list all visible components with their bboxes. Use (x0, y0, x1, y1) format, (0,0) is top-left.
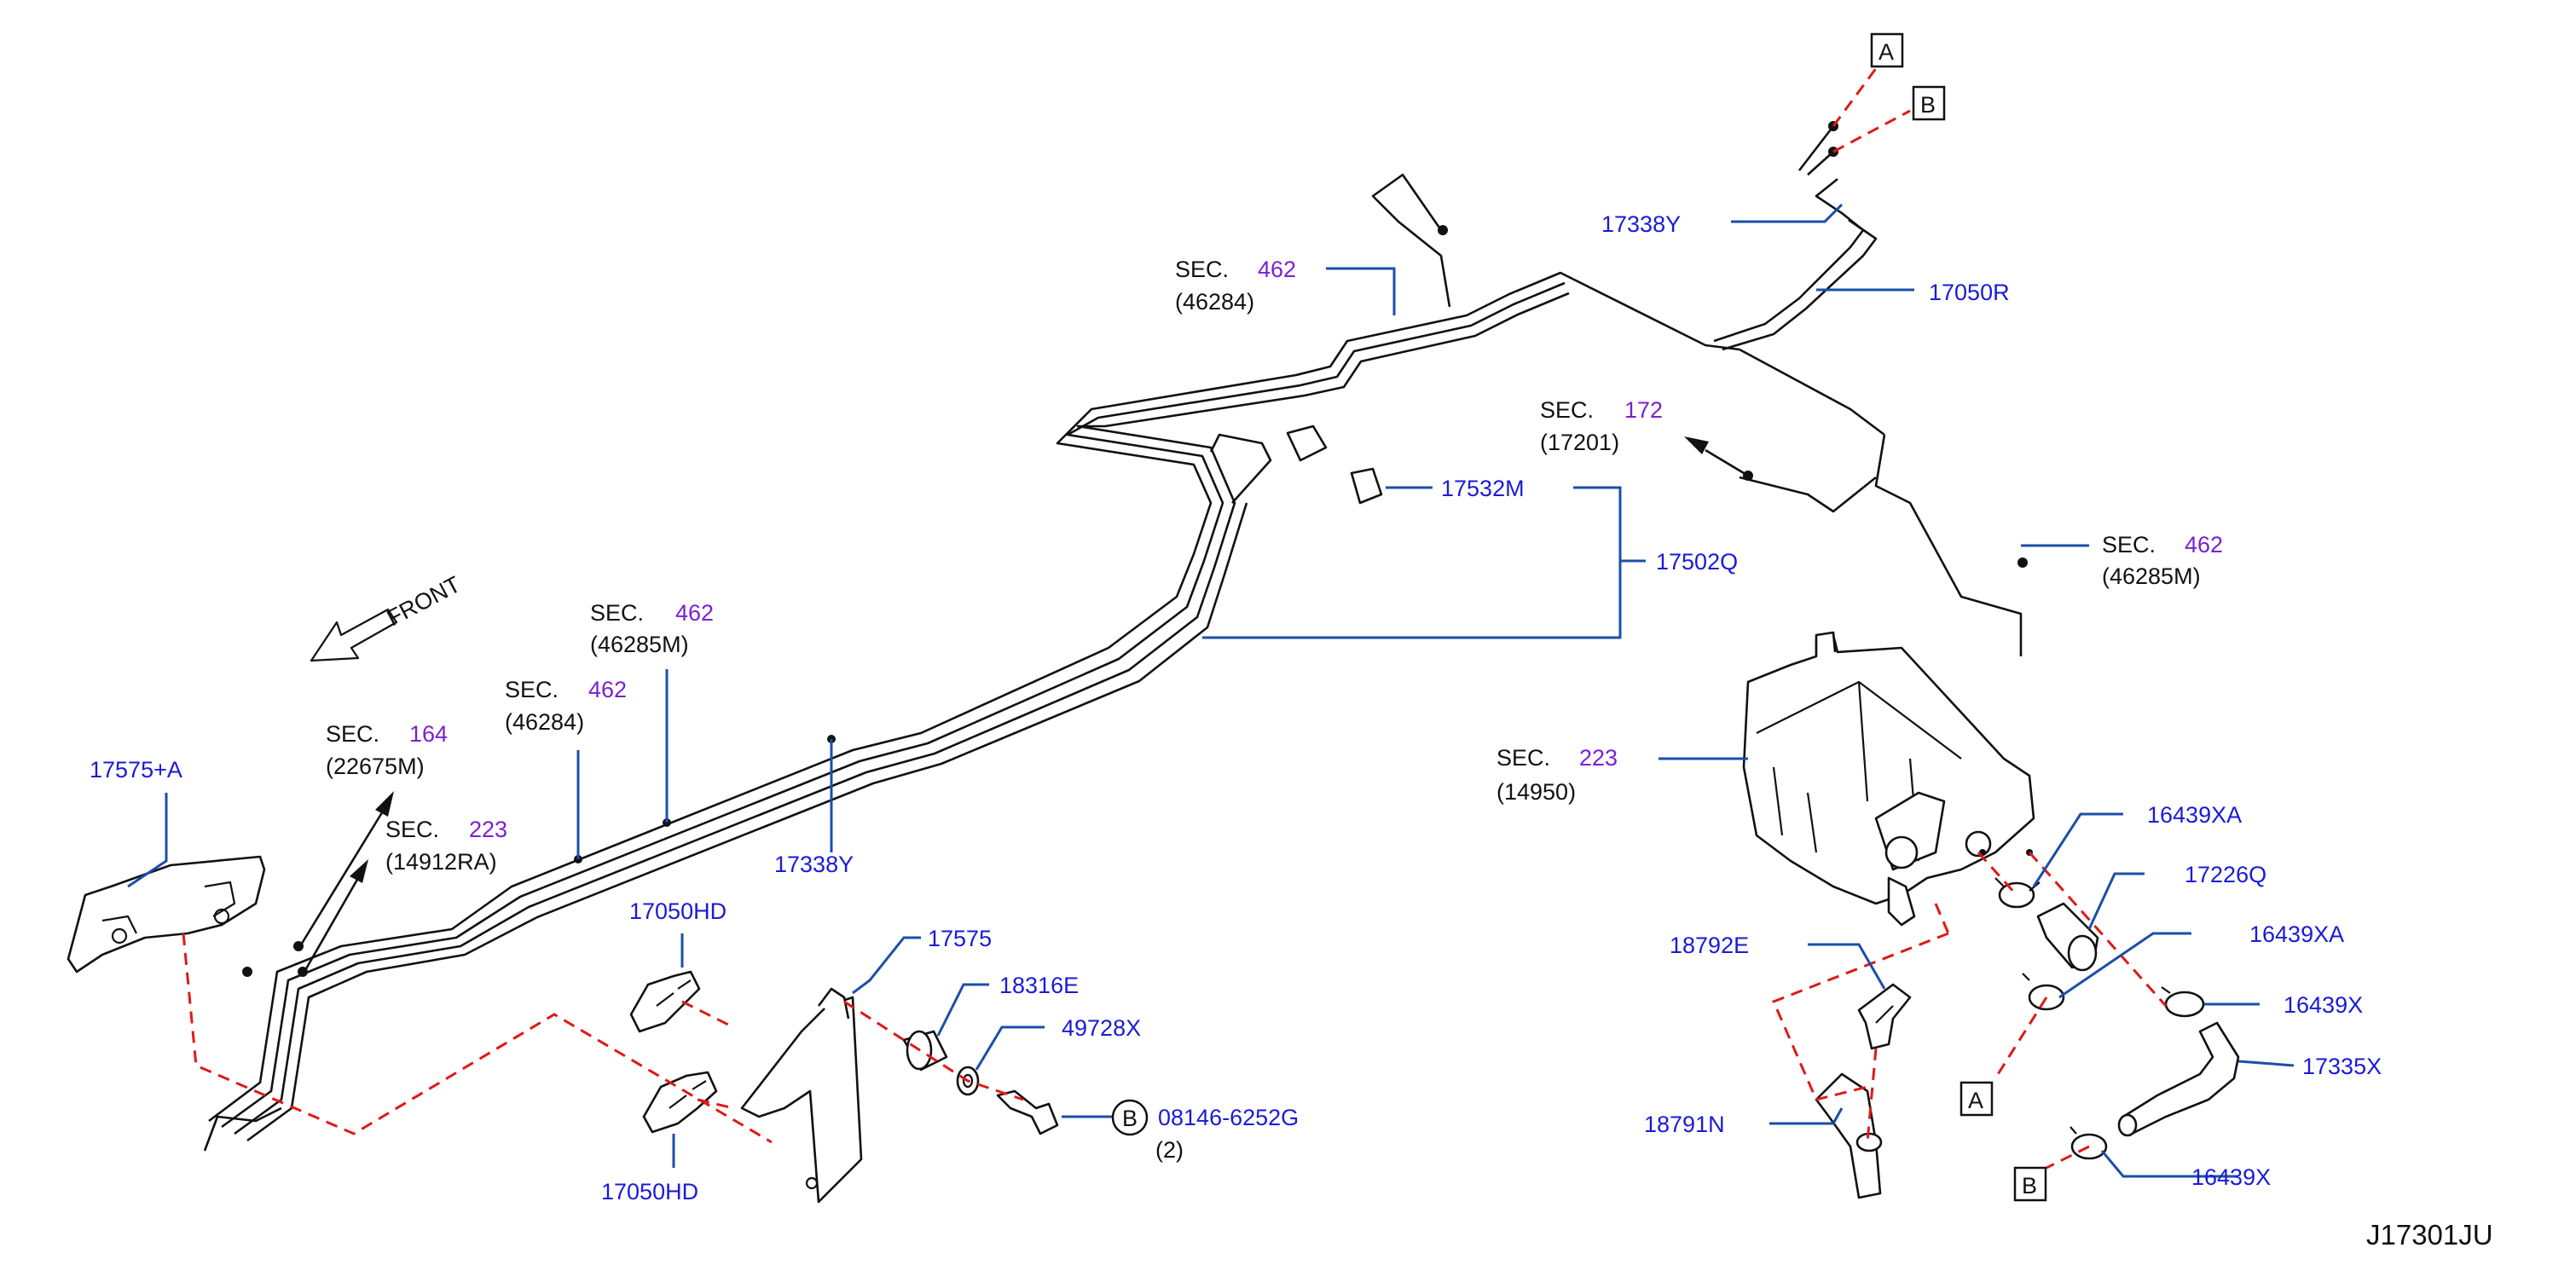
part-label-16439xa-upper[interactable]: 16439XA (2147, 802, 2242, 828)
part-label-16439xa-lower[interactable]: 16439XA (2249, 921, 2344, 947)
hose-17335x (2117, 1021, 2240, 1137)
grommet-18316e (902, 1030, 948, 1071)
sec-ref-number[interactable]: 223 (469, 817, 507, 842)
front-arrow-icon (310, 608, 398, 662)
bracket-17575 (740, 987, 863, 1204)
sec-ref-number[interactable]: 462 (2185, 532, 2223, 557)
part-label-18316e[interactable]: 18316E (999, 973, 1079, 998)
sec-ref-number[interactable]: 462 (675, 600, 714, 626)
part-label-17502q[interactable]: 17502Q (1656, 549, 1738, 575)
sec-ref-sub: (14950) (1496, 779, 1576, 805)
sec-ref-label: SEC. (326, 721, 379, 747)
boxed-ref-a-bottom: A (1959, 1081, 1994, 1117)
part-label-17338y-top[interactable]: 17338Y (1601, 211, 1681, 237)
sec-ref-sub: (46285M) (2102, 563, 2201, 589)
sec-ref-sub: (22675M) (326, 754, 425, 779)
sec-ref-number[interactable]: 164 (409, 721, 448, 747)
sec-ref-label: SEC. (505, 677, 559, 702)
boxed-ref-b-top: B (1912, 85, 1946, 121)
part-label-17050hd-upper[interactable]: 17050HD (629, 898, 726, 924)
sec-ref-number[interactable]: 172 (1624, 397, 1663, 423)
part-label-17338y-bottom[interactable]: 17338Y (774, 852, 854, 877)
sec-ref-label: SEC. (1175, 257, 1229, 282)
boxed-ref-b-bottom: B (2013, 1166, 2047, 1202)
part-label-17532m[interactable]: 17532M (1441, 476, 1525, 501)
hose-18792e (1857, 983, 1912, 1050)
fuel-tube-bundle (203, 50, 2028, 1152)
boxed-ref-a-top: A (1870, 32, 1904, 68)
sec-ref-number[interactable]: 462 (588, 677, 627, 702)
sec-ref-sub: (14912RA) (385, 849, 497, 875)
sec-ref-sub: (46284) (1175, 289, 1254, 315)
clamp-16439xa-upper (1994, 877, 2041, 909)
svg-text:B: B (1920, 92, 1936, 118)
sec-ref-label: SEC. (2102, 532, 2156, 557)
sec-arrow-icons (298, 436, 1749, 973)
sec-ref-number[interactable]: 223 (1579, 745, 1618, 771)
clamp-16439x-upper (2161, 986, 2205, 1018)
sec-ref-label: SEC. (590, 600, 644, 626)
svg-text:B: B (2022, 1173, 2037, 1199)
part-label-18792e[interactable]: 18792E (1670, 933, 1749, 958)
part-label-49728x[interactable]: 49728X (1062, 1015, 1141, 1041)
part-label-18791n[interactable]: 18791N (1644, 1112, 1725, 1137)
sec-ref-sub: (17201) (1540, 430, 1619, 455)
sec-ref-label: SEC. (1540, 397, 1594, 423)
part-label-17335x[interactable]: 17335X (2302, 1054, 2382, 1079)
part-qty: (2) (1155, 1137, 1184, 1163)
part-label-16439x-upper[interactable]: 16439X (2284, 992, 2363, 1018)
part-label-17575[interactable]: 17575 (928, 926, 992, 951)
hose-18791n (1815, 1072, 1883, 1199)
hose-17226q (2036, 902, 2099, 972)
clip-17050hd-upper (629, 970, 701, 1033)
svg-text:B: B (1122, 1106, 1137, 1131)
assembly-lines (182, 851, 2168, 1170)
bolt-icon (996, 1089, 1059, 1135)
sec-ref-number[interactable]: 462 (1258, 257, 1296, 282)
part-label-17050hd-lower[interactable]: 17050HD (601, 1179, 698, 1204)
circle-ref-b: B (1111, 1099, 1149, 1136)
part-label-17050r[interactable]: 17050R (1929, 280, 2010, 305)
sec-ref-sub: (46285M) (590, 632, 689, 657)
front-label: FRONT (383, 571, 465, 631)
clamp-16439x-lower (2069, 1126, 2108, 1160)
sec-ref-sub: (46284) (505, 709, 584, 735)
part-label-17226q[interactable]: 17226Q (2185, 862, 2266, 887)
part-label-08146-6252g[interactable]: 08146-6252G (1158, 1105, 1299, 1130)
leader-lines (127, 203, 2295, 1178)
canister-14950 (1742, 631, 2035, 927)
sec-ref-label: SEC. (385, 817, 439, 842)
bracket-17575a (67, 855, 266, 973)
part-label-16439x-lower[interactable]: 16439X (2191, 1164, 2271, 1190)
sec-ref-label: SEC. (1496, 745, 1550, 771)
svg-text:A: A (1968, 1088, 1983, 1113)
diagram-id: J17301JU (2366, 1219, 2493, 1251)
svg-text:A: A (1878, 39, 1894, 65)
part-label-17575a[interactable]: 17575+A (90, 757, 182, 783)
